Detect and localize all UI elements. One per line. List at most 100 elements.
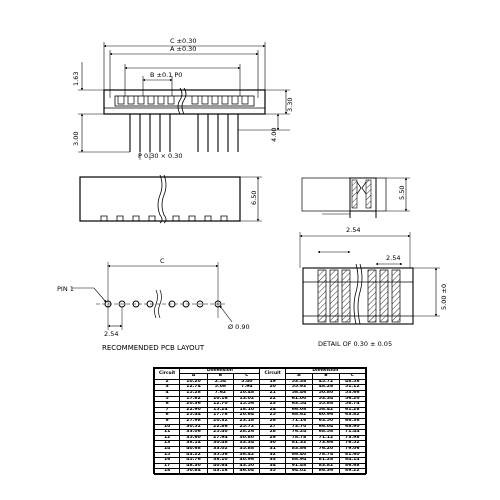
table-cell-dimension: 94.02 — [284, 468, 314, 475]
table-cell-dimension: 33.34 — [233, 440, 261, 447]
section-caption: DETAIL OF 0.30 ± 0.05 — [318, 340, 392, 348]
table-cell-circuit: 35 — [259, 468, 286, 475]
table-cell-dimension: 61.00 — [284, 395, 314, 403]
table-cell-dimension: 48.58 — [338, 378, 367, 386]
header-a-left: A — [179, 373, 208, 380]
table-cell-dimension: 50.84 — [179, 468, 208, 475]
table-cell-dimension: 73.70 — [284, 423, 314, 431]
table-cell-dimension: 10.48 — [233, 390, 261, 397]
table-cell-dimension: 5.40 — [233, 378, 261, 386]
header-c-right: C — [338, 373, 367, 380]
side-dim-height: 5.50 — [398, 186, 406, 200]
table-cell-dimension: 38.42 — [233, 451, 261, 459]
table-cell-dimension: 43.22 — [179, 451, 208, 459]
header-dimension-right: Dimension — [284, 367, 367, 375]
table-cell-dimension: 20.64 — [233, 412, 261, 419]
table-cell-dimension: 55.92 — [284, 384, 314, 391]
table-cell-dimension: 86.68 — [338, 462, 367, 470]
front-dim-overall: C ±0.30 — [170, 37, 197, 45]
front-dim-right-a: 3.30 — [286, 98, 294, 112]
pcb-layout — [72, 262, 233, 330]
section-dim-inner: 2.54 — [386, 254, 400, 262]
table-cell-dimension: 13.02 — [233, 395, 261, 403]
table-cell-dimension: 88.94 — [284, 457, 314, 464]
header-c-left: C — [233, 373, 261, 380]
table-cell-dimension: 51.12 — [338, 384, 367, 391]
table-cell-dimension: 20.36 — [179, 401, 208, 408]
table-cell-dimension: 79.06 — [338, 445, 367, 453]
table-cell-dimension: 86.40 — [284, 451, 314, 459]
table-cell-dimension: 30.80 — [233, 434, 261, 442]
dimension-table: Circuit Dimension Circuit Dimension A B … — [153, 367, 367, 475]
table-cell-dimension: 83.86 — [284, 445, 314, 453]
table-cell-dimension: 25.72 — [233, 423, 261, 431]
table-cell-dimension: 61.28 — [338, 406, 367, 414]
table-cell-dimension: 7.94 — [233, 384, 261, 391]
table-cell-dimension: 46.04 — [233, 468, 261, 475]
table-cell-dimension: 63.82 — [338, 412, 367, 419]
table-header-row-2: A B C A B C — [155, 373, 367, 380]
table-cell-dimension: 12.74 — [179, 384, 208, 391]
table-cell-dimension: 15.28 — [179, 390, 208, 397]
side-view — [301, 177, 410, 218]
section-view — [299, 232, 440, 325]
table-cell-dimension: 66.08 — [284, 406, 314, 414]
table-cell-dimension: 35.60 — [179, 434, 208, 442]
table-cell-circuit: 18 — [153, 468, 181, 475]
section-dim-right: 5.00 ±0 — [440, 284, 448, 310]
table-cell-dimension: 53.66 — [338, 390, 367, 397]
front-view — [78, 42, 290, 160]
front-dim-inner: A ±0.30 — [170, 45, 196, 53]
table-cell-dimension: 27.98 — [179, 418, 208, 425]
pcb-caption: RECOMMENDED PCB LAYOUT — [102, 344, 205, 352]
table-cell-dimension: 10.20 — [179, 378, 208, 386]
front-dim-pitch: B ±0.1 P0 — [150, 71, 182, 79]
table-cell-dimension: 25.44 — [179, 412, 208, 419]
table-cell-dimension: 23.18 — [233, 418, 261, 425]
front-dim-left-b: 3.00 — [72, 132, 80, 146]
header-circuit-left: Circuit — [153, 368, 181, 380]
table-cell-dimension: 30.52 — [179, 423, 208, 431]
table-cell-dimension: 35.88 — [233, 445, 261, 453]
table-cell-dimension: 91.48 — [284, 462, 314, 470]
table-cell-dimension: 56.20 — [338, 395, 367, 403]
table-cell-dimension: 53.38 — [284, 378, 314, 386]
table-cell-dimension: 48.30 — [179, 462, 208, 470]
table-cell-dimension: 33.06 — [179, 429, 208, 436]
table-cell-dimension: 86.36 — [312, 468, 340, 475]
table-cell-dimension: 28.26 — [233, 429, 261, 436]
front-dim-bottom: P 0.30 × 0.30 — [138, 152, 183, 160]
table-cell-dimension: 78.78 — [284, 434, 314, 442]
table-cell-dimension: 71.44 — [338, 429, 367, 436]
section-dim-top: 2.54 — [346, 226, 360, 234]
table-cell-dimension: 45.76 — [179, 457, 208, 464]
table-cell-dimension: 40.96 — [233, 457, 261, 464]
table-cell-dimension: 17.82 — [179, 395, 208, 403]
table-cell-dimension: 43.18 — [206, 468, 235, 475]
table-cell-dimension: 15.56 — [233, 401, 261, 408]
header-circuit-right: Circuit — [259, 368, 286, 380]
pcb-dim-pitch: 2.54 — [104, 330, 118, 338]
top-dim-height: 6.50 — [250, 191, 258, 205]
table-cell-dimension: 81.32 — [284, 440, 314, 447]
table-header-row-1: Circuit Dimension Circuit Dimension — [153, 367, 367, 380]
table-cell-dimension: 38.14 — [179, 440, 208, 447]
table-cell-dimension: 89.22 — [338, 468, 367, 475]
pcb-dim-c: C — [160, 257, 165, 265]
